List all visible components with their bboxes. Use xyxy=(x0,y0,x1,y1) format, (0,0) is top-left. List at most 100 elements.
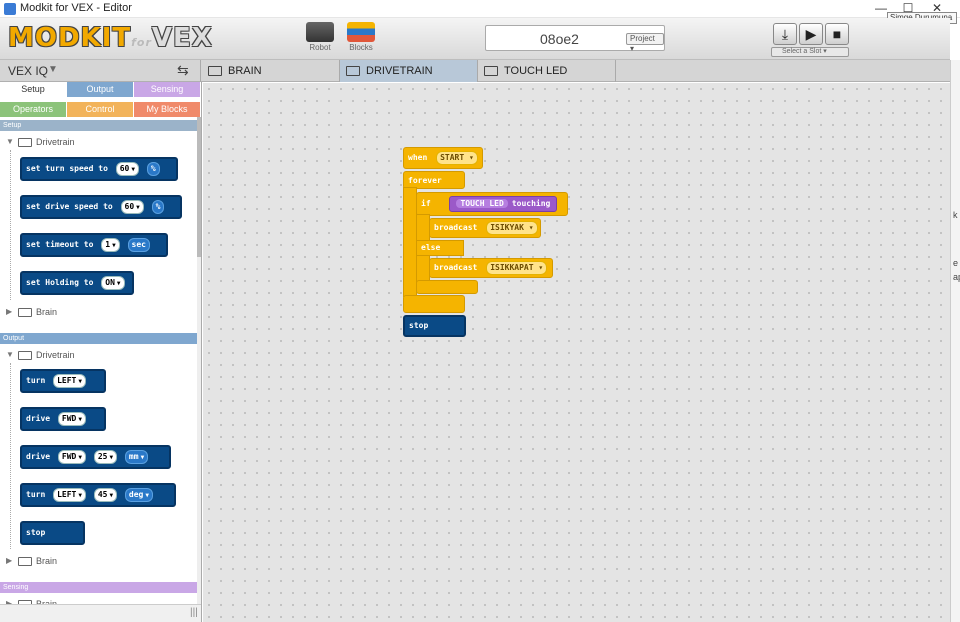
holding-field: ON▼ xyxy=(101,275,125,290)
brain-icon xyxy=(18,557,32,566)
palette-footer: ||| xyxy=(0,604,201,622)
tree-node-brain[interactable]: ▶ Brain xyxy=(6,307,58,317)
triangle-down-icon: ▼ xyxy=(6,137,14,146)
triangle-down-icon: ▼ xyxy=(6,350,14,359)
touch-led-icon xyxy=(484,66,498,76)
turn-angle-field: 45▼ xyxy=(93,487,118,502)
drive-block[interactable]: drive FWD▼ xyxy=(20,407,106,431)
close-button[interactable]: ✕ xyxy=(931,1,943,15)
section-setup-header: Setup xyxy=(0,120,197,131)
drive-distance-block[interactable]: drive FWD▼ 25▼ mm▼ xyxy=(20,445,171,469)
drive-distance-field: 25▼ xyxy=(93,449,118,464)
broadcast-block[interactable]: broadcast ISIKKAPAT ▾ xyxy=(429,258,553,278)
block-palette: Setup Output Sensing Operators Control M… xyxy=(0,82,202,622)
download-icon: ⤓ xyxy=(781,26,789,42)
set-turn-speed-block[interactable]: set turn speed to 60▼ % xyxy=(20,157,178,181)
brain-icon xyxy=(18,308,32,317)
tab-brain[interactable]: BRAIN xyxy=(202,60,340,82)
broadcast-block[interactable]: broadcast ISIKYAK ▾ xyxy=(429,218,541,238)
set-drive-speed-block[interactable]: set drive speed to 60▼ % xyxy=(20,195,182,219)
triangle-right-icon: ▶ xyxy=(6,597,12,611)
project-name: 08oe2 xyxy=(540,31,579,47)
tab-drivetrain[interactable]: DRIVETRAIN xyxy=(340,60,478,82)
device-tabstrip: VEX IQ ▼ ⇆ BRAIN DRIVETRAIN TOUCH LED xyxy=(0,60,950,82)
tree-line xyxy=(10,363,11,549)
tab-output[interactable]: Output xyxy=(67,82,133,97)
robot-view-button[interactable]: Robot xyxy=(300,22,340,52)
stop-icon: ■ xyxy=(832,26,842,42)
platform-name: VEX IQ xyxy=(8,64,49,78)
app-icon xyxy=(4,3,16,15)
turn-speed-field: 60▼ xyxy=(115,161,139,176)
else-label: else xyxy=(416,240,464,256)
when-start-block[interactable]: when START ▾ xyxy=(403,147,483,169)
blocks-icon xyxy=(347,22,375,42)
tab-operators[interactable]: Operators xyxy=(0,102,66,117)
brain-icon xyxy=(208,66,222,76)
robot-icon xyxy=(306,22,334,42)
forever-block[interactable]: forever xyxy=(403,171,465,189)
set-timeout-block[interactable]: set timeout to 1▼ sec xyxy=(20,233,168,257)
section-output-header: Output xyxy=(0,333,197,344)
tree-line xyxy=(10,150,11,300)
maximize-button[interactable]: ☐ xyxy=(902,1,914,15)
tab-sensing[interactable]: Sensing xyxy=(134,82,200,97)
drivetrain-icon xyxy=(18,351,32,360)
slot-select[interactable]: Select a Slot ▾ xyxy=(771,47,849,57)
drivetrain-icon xyxy=(346,66,360,76)
background-window-edge: k e ap xyxy=(950,60,960,622)
tree-node-drivetrain-output[interactable]: ▼ Drivetrain xyxy=(6,350,75,360)
drive-unit-field: mm▼ xyxy=(124,449,149,464)
project-menu-button[interactable]: Project ▾ xyxy=(626,33,664,53)
resize-grip-icon[interactable]: ||| xyxy=(190,607,198,618)
turn-angle-block[interactable]: turn LEFT▼ 45▼ deg▼ xyxy=(20,483,176,507)
run-button[interactable]: ▶ xyxy=(799,23,823,45)
tree-node-brain-output[interactable]: ▶ Brain xyxy=(6,556,58,566)
section-sensing-header: Sensing xyxy=(0,582,197,593)
tab-control[interactable]: Control xyxy=(67,102,133,117)
minimize-button[interactable]: — xyxy=(875,1,887,15)
blocks-view-button[interactable]: Blocks xyxy=(341,22,381,52)
turn-block[interactable]: turn LEFT▼ xyxy=(20,369,106,393)
platform-selector[interactable]: VEX IQ ▼ ⇆ xyxy=(0,60,201,82)
triangle-right-icon: ▶ xyxy=(6,556,13,565)
triangle-right-icon: ▶ xyxy=(6,307,13,316)
tree-node-drivetrain[interactable]: ▼ Drivetrain xyxy=(6,137,75,147)
chevron-down-icon: ▼ xyxy=(48,64,58,75)
forever-end xyxy=(403,295,465,313)
project-name-box: 08oe2 Project ▾ xyxy=(485,25,665,53)
drivetrain-icon xyxy=(18,138,32,147)
play-icon: ▶ xyxy=(805,26,817,42)
timeout-unit: sec xyxy=(127,237,150,252)
drive-direction-field: FWD▼ xyxy=(57,411,86,426)
drive-speed-field: 60▼ xyxy=(120,199,144,214)
forever-arm xyxy=(403,187,417,297)
category-tabs-row1: Setup Output Sensing xyxy=(0,82,200,97)
turn-direction-field: LEFT▼ xyxy=(53,373,86,388)
tab-touch-led[interactable]: TOUCH LED xyxy=(478,60,616,82)
timeout-field: 1▼ xyxy=(101,237,120,252)
stop-program-button[interactable]: ■ xyxy=(825,23,849,45)
message-field: ISIKKAPAT ▾ xyxy=(486,260,548,275)
tab-my-blocks[interactable]: My Blocks xyxy=(134,102,200,117)
modkit-logo: MODKITforVEX xyxy=(8,23,213,53)
palette-scrollbar[interactable] xyxy=(197,117,201,617)
set-holding-block[interactable]: set Holding to ON▼ xyxy=(20,271,134,295)
drive-direction-field: FWD▼ xyxy=(57,449,86,464)
window-titlebar: Modkit for VEX - Editor — ☐ ✕ xyxy=(0,0,960,18)
if-end xyxy=(416,280,478,294)
swap-icon[interactable]: ⇆ xyxy=(177,62,189,78)
download-button[interactable]: ⤓ xyxy=(773,23,797,45)
stop-block[interactable]: stop xyxy=(20,521,85,545)
stop-block[interactable]: stop xyxy=(403,315,466,337)
tab-setup[interactable]: Setup xyxy=(0,82,66,97)
turn-direction-field: LEFT▼ xyxy=(53,487,86,502)
scrollbar-thumb[interactable] xyxy=(197,117,201,257)
turn-speed-unit: % xyxy=(146,161,160,176)
turn-unit-field: deg▼ xyxy=(124,487,153,502)
app-toolbar: MODKITforVEX Robot Blocks 08oe2 Project … xyxy=(0,18,950,60)
drive-speed-unit: % xyxy=(151,199,165,214)
window-title: Modkit for VEX - Editor xyxy=(20,2,132,14)
